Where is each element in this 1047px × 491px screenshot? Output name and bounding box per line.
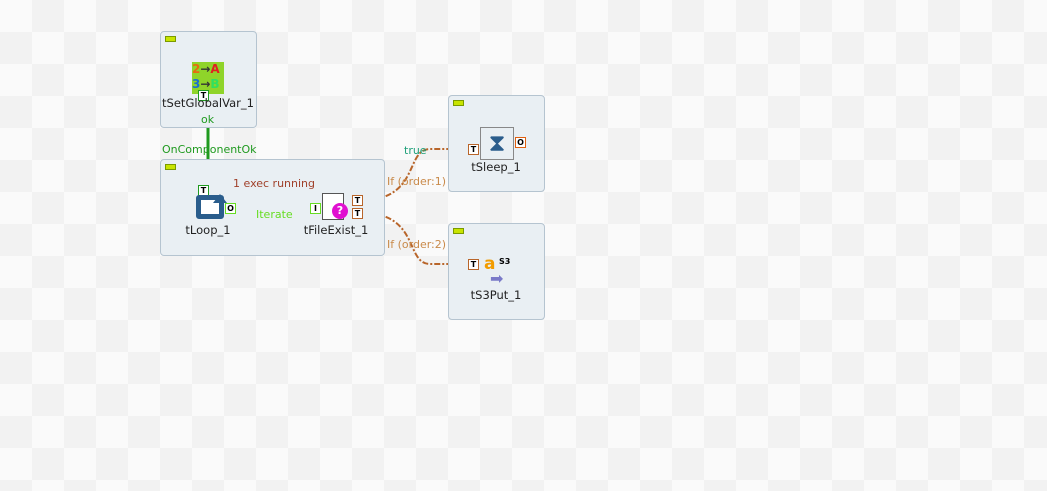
iterate-output-port[interactable]: O <box>225 203 236 214</box>
trigger-input-port[interactable]: T <box>468 144 479 155</box>
minimize-icon[interactable] <box>453 228 464 234</box>
hourglass-icon[interactable]: ⧗ <box>480 127 514 160</box>
subjob-s3put[interactable] <box>448 223 545 320</box>
minimize-icon[interactable] <box>453 100 464 106</box>
if-order-1-link[interactable] <box>361 148 472 201</box>
question-icon: ? <box>332 203 348 219</box>
exec-status: 1 exec running <box>233 177 316 190</box>
iterate-link-label: Iterate <box>256 208 293 221</box>
s3-badge: S3 <box>499 257 511 266</box>
component-label: tS3Put_1 <box>470 288 522 302</box>
s3-put-icon[interactable]: a S3 ➡ <box>484 254 511 288</box>
minimize-icon[interactable] <box>165 164 176 170</box>
minimize-icon[interactable] <box>165 36 176 42</box>
component-label: tLoop_1 <box>185 223 231 237</box>
true-label: true <box>404 144 427 157</box>
component-label: tSleep_1 <box>471 160 521 174</box>
component-label: tSetGlobalVar_1 <box>162 96 254 110</box>
if-output-port-1[interactable]: T <box>352 195 363 206</box>
if-order-2-link[interactable] <box>361 212 472 265</box>
iterate-input-port[interactable]: I <box>310 203 321 214</box>
trigger-port[interactable]: T <box>198 90 209 101</box>
subjob-sleep[interactable] <box>448 95 545 192</box>
on-component-ok-label: OnComponentOk <box>162 143 257 156</box>
component-label: tFileExist_1 <box>303 223 369 237</box>
loop-arrow-icon <box>213 194 227 203</box>
if-order-2-label: If (order:2) <box>387 238 447 251</box>
output-port[interactable]: O <box>515 137 526 148</box>
if-order-1-label: If (order:1) <box>387 175 447 188</box>
trigger-input-port[interactable]: T <box>468 259 479 270</box>
ok-link-label: ok <box>201 113 215 126</box>
if-output-port-2[interactable]: T <box>352 208 363 219</box>
